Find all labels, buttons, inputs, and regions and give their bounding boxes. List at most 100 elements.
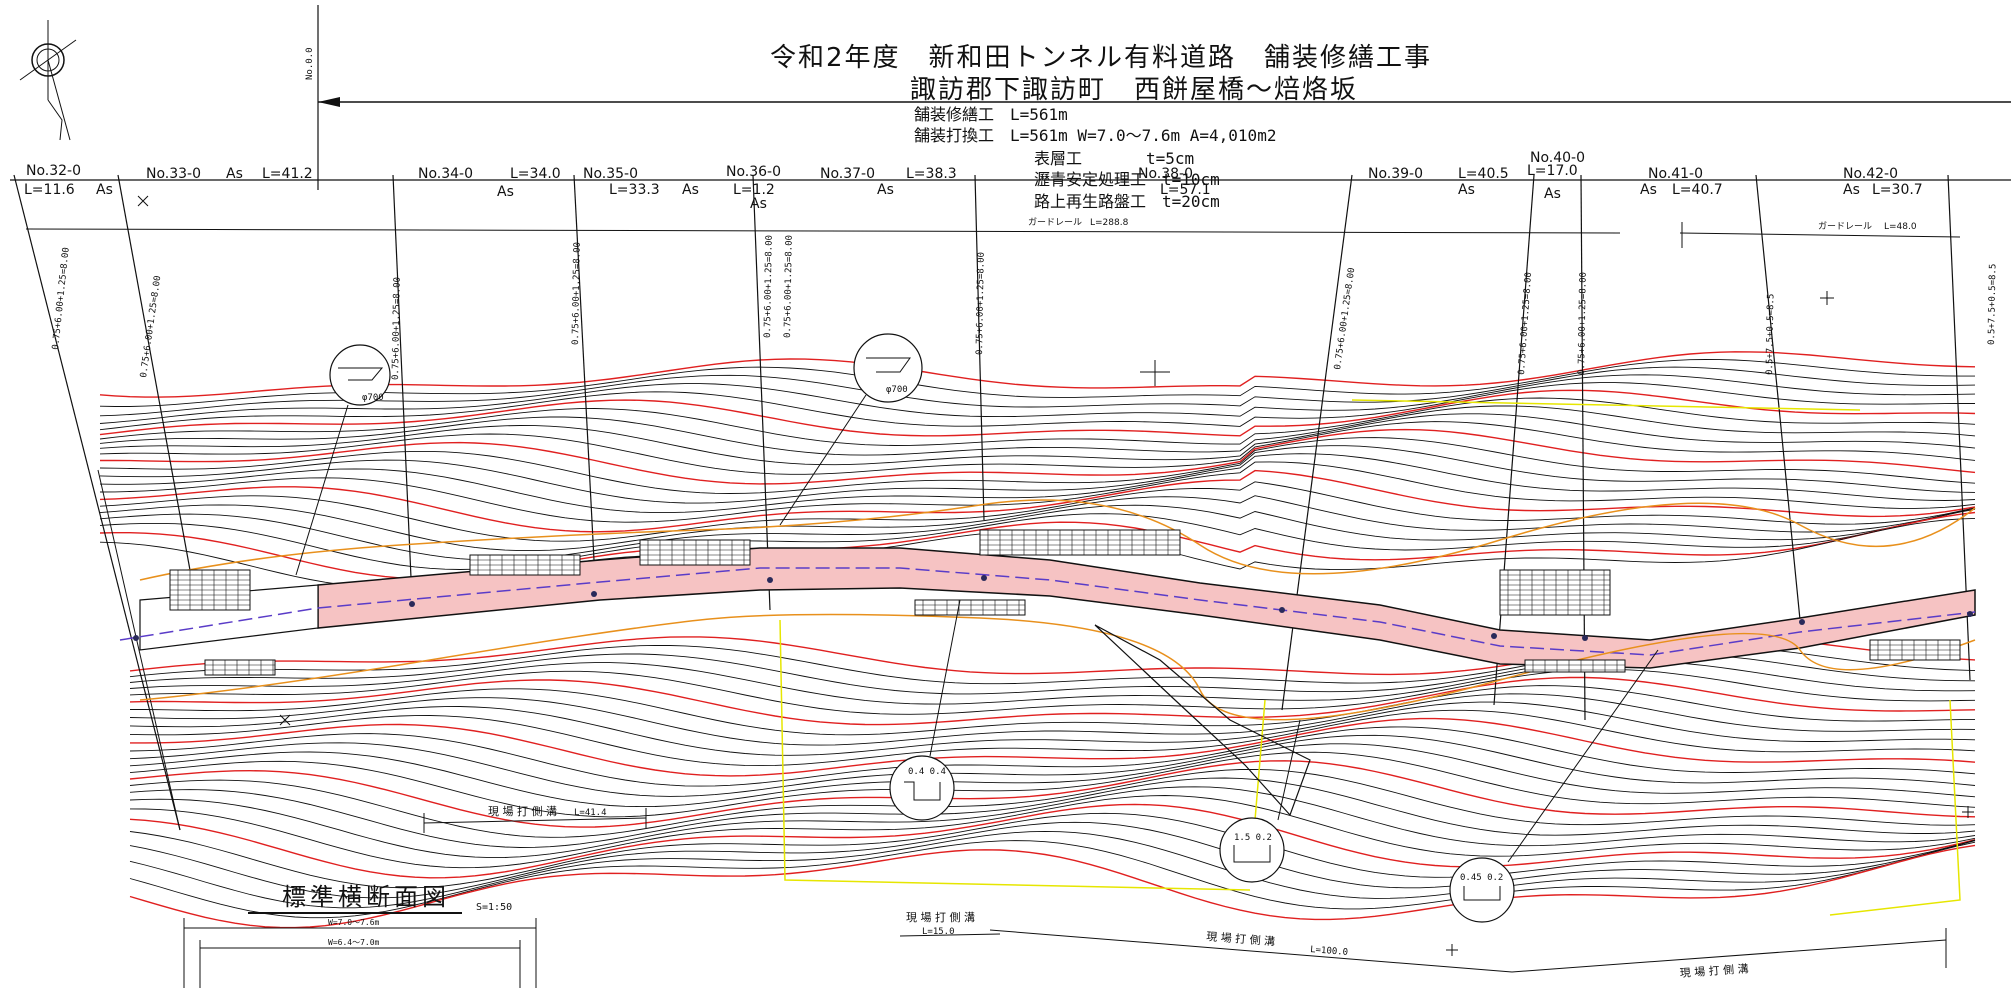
contour-line: [99, 351, 1976, 398]
layer-line: 瀝青安定処理工 t=10cm: [1034, 170, 1220, 189]
gutter-label: 現 場 打 側 溝: [488, 804, 557, 818]
drawing-title: 令和2年度 新和田トンネル有料道路 舗装修繕工事: [770, 43, 1432, 73]
contour-line: [129, 840, 1976, 919]
width-note: 0.75+6.00+1.25=8.00: [1333, 267, 1357, 370]
contour-line: [129, 844, 1976, 929]
contour-line: [129, 777, 1976, 848]
contour-line: [129, 668, 1976, 715]
station-material: As: [1640, 182, 1657, 198]
station-material: As: [497, 184, 514, 200]
width-note: 0.75+6.00+1.25=8.00: [571, 242, 583, 345]
width-note: 0.75+6.00+1.25=8.00: [391, 277, 403, 380]
station-material: As: [1544, 186, 1561, 202]
layer-line: 表層工 t=5cm: [1034, 149, 1194, 168]
gutter-length: L=15.0: [922, 927, 955, 937]
station-material: As: [1843, 182, 1860, 198]
contour-line: [129, 726, 1976, 787]
gutter-label: 現 場 打 側 溝: [1206, 929, 1276, 948]
station-label: No.32-0: [26, 163, 81, 179]
drawing-subtitle: 諏訪郡下諏訪町 西餅屋橋～焙烙坂: [910, 75, 1358, 105]
contour-line: [99, 359, 1975, 407]
gutter-label: 現 場 打 側 溝: [1679, 961, 1749, 980]
contour-line: [129, 803, 1976, 879]
origin-marker: No.0.0: [305, 5, 2011, 190]
contour-line: [99, 453, 1976, 514]
guardrail-label: ガードレール: [1028, 217, 1082, 228]
contour-line: [99, 421, 1976, 475]
width-note: 0.5+7.5+0.5=8.5: [1765, 294, 1776, 375]
utility-line: [139, 499, 1976, 581]
guardrail-line: [25, 228, 1621, 234]
station-length: L=41.2: [262, 166, 313, 182]
station-length: L=33.3: [609, 182, 660, 198]
station-length: L=11.6: [24, 182, 75, 198]
contour-line: [99, 504, 1976, 561]
contour-line: [99, 461, 1976, 523]
station-material: As: [96, 182, 113, 198]
station-material: As: [750, 196, 767, 212]
station-label: No.40-0: [1530, 150, 1585, 166]
width-note: 0.75+6.00+1.25=8.00: [975, 252, 987, 355]
standard-section-dim2: W=6.4～7.0m: [328, 938, 380, 947]
station-length: L=30.7: [1872, 182, 1923, 198]
contour-line: [129, 709, 1976, 767]
callout-label: φ700: [886, 385, 908, 395]
guardrail-length: L=288.8: [1090, 218, 1129, 228]
standard-section: 標準横断面図 S=1:50 W=7.0～7.6m W=6.4～7.0m: [183, 883, 537, 988]
station-material: As: [226, 166, 243, 182]
station-label: No.34-0: [418, 166, 473, 182]
station-length: L=57.1: [1160, 182, 1211, 198]
contour-line: [99, 469, 1976, 533]
contour-line: [129, 660, 1976, 705]
callout-label: 0.4 0.4: [908, 767, 946, 777]
gutter-label: 現 場 打 側 溝: [906, 910, 975, 924]
contour-line: [100, 428, 1976, 485]
station-length: L=1.2: [733, 182, 775, 198]
standard-section-title: 標準横断面図: [282, 883, 450, 911]
survey-cross-icons: [137, 195, 1974, 956]
station-label: No.39-0: [1368, 166, 1423, 182]
contour-line: [99, 389, 1976, 437]
contour-line: [129, 693, 1976, 746]
width-note: 0.75+6.00+1.25=8.00: [1517, 272, 1534, 375]
station-length: L=40.5: [1458, 166, 1509, 182]
layer-line: 路上再生路盤工 t=20cm: [1034, 192, 1220, 211]
contour-line: [99, 445, 1976, 504]
boundary-lines: [779, 399, 1961, 916]
contour-line: [130, 685, 1976, 736]
contour-line: [99, 508, 1976, 570]
summary-line: 舗装打換工 L=561m W=7.0～7.6m A=4,010m2: [914, 126, 1276, 145]
station-material: As: [1458, 182, 1475, 198]
station-material: As: [877, 182, 894, 198]
contour-line: [129, 676, 1976, 726]
contour-line: [99, 413, 1976, 466]
contour-line: [99, 382, 1975, 431]
width-note: 0.75+6.00+1.25=8.00: [1577, 272, 1589, 375]
station-length: L=38.3: [906, 166, 957, 182]
origin-label: No.0.0: [305, 47, 315, 80]
contour-line: [99, 405, 1976, 456]
station-label: No.38-0: [1138, 166, 1193, 182]
gutter-length: L=41.4: [574, 808, 607, 818]
contour-line: [99, 397, 1976, 446]
callout-label: 1.5 0.2: [1234, 833, 1272, 843]
station-label: No.35-0: [583, 166, 638, 182]
station-ticks: [13, 174, 1971, 831]
contour-line: [129, 743, 1976, 808]
contour-line: [99, 495, 1976, 552]
width-note: 0.75+6.00+1.25=8.00: [139, 275, 163, 378]
detail-callouts: [329, 333, 1515, 923]
contour-line: [129, 795, 1976, 869]
width-note-last: 0.5+7.5+0.5=8.5: [1987, 264, 1998, 345]
contour-line: [129, 701, 1976, 756]
station-material: As: [682, 182, 699, 198]
guardrail-label: ガードレール: [1818, 221, 1872, 232]
contour-line: [129, 812, 1976, 889]
contour-line: [129, 734, 1976, 797]
contour-line: [129, 751, 1976, 818]
centerline-nodes: [133, 575, 1973, 641]
gutter-length: L=100.0: [1310, 945, 1349, 958]
contour-line: [129, 760, 1976, 828]
station-length: L=17.0: [1527, 163, 1578, 179]
